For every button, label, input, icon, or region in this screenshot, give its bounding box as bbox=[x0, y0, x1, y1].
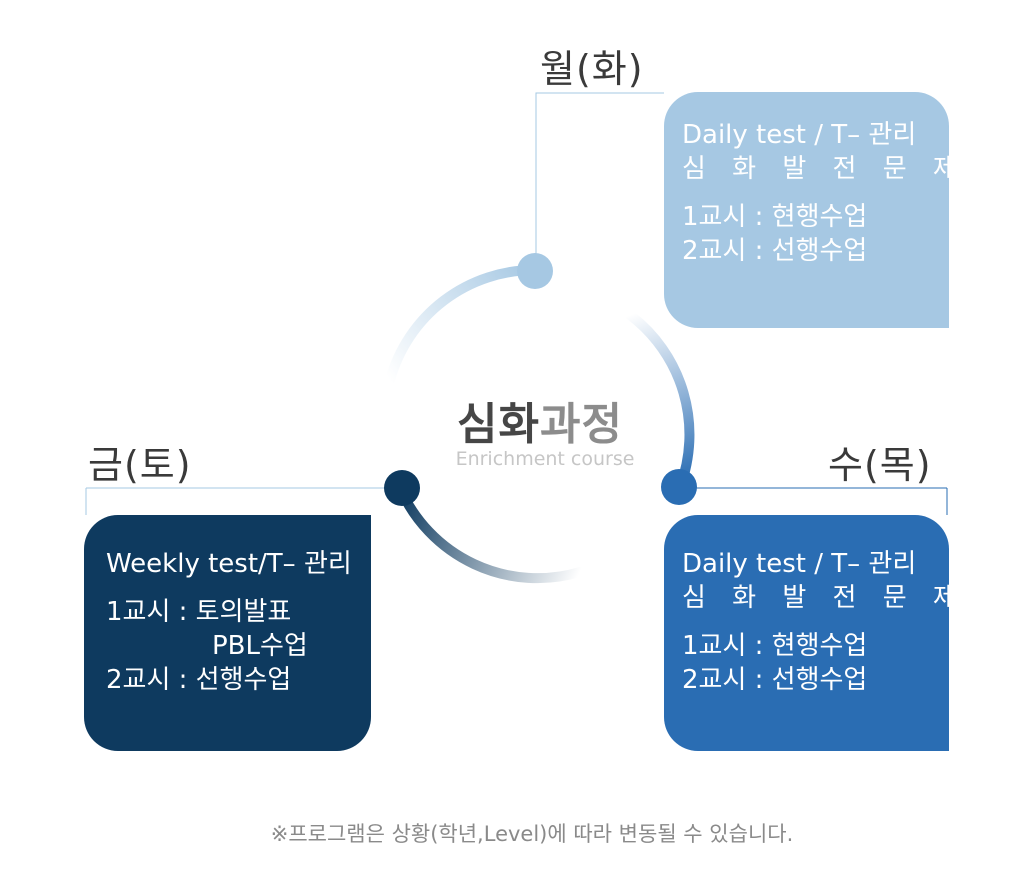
center-title-part1: 심화 bbox=[457, 399, 540, 450]
schedule-card-mon: Daily test / T– 관리 심 화 발 전 문 제 1교시 : 현행수… bbox=[664, 92, 966, 328]
card-wed-line1: Daily test / T– 관리 bbox=[682, 549, 917, 579]
card-fri-line2: 1교시 : 토의발표 bbox=[106, 597, 292, 627]
day-label-wed: 수(목) bbox=[828, 443, 932, 487]
node-fri bbox=[384, 470, 420, 506]
card-wed-line2: 심 화 발 전 문 제 bbox=[682, 583, 966, 613]
card-fri-line1: Weekly test/T– 관리 bbox=[106, 549, 352, 579]
node-wed bbox=[661, 469, 697, 505]
day-label-fri: 금(토) bbox=[88, 443, 192, 487]
arc-fri bbox=[395, 483, 585, 584]
card-mon-line1: Daily test / T– 관리 bbox=[682, 120, 917, 150]
card-mon-line3: 1교시 : 현행수업 bbox=[682, 202, 868, 232]
card-fri-line4: 2교시 : 선행수업 bbox=[106, 665, 292, 695]
center-title: 심화과정 bbox=[400, 388, 680, 452]
card-wed-line3: 1교시 : 현행수업 bbox=[682, 631, 868, 661]
day-label-mon: 월(화) bbox=[540, 47, 644, 91]
center-title-part2: 과정 bbox=[540, 399, 623, 450]
node-mon bbox=[517, 253, 553, 289]
center-subtitle: Enrichment course bbox=[455, 448, 635, 470]
connector-mon bbox=[535, 92, 664, 270]
card-wed-line4: 2교시 : 선행수업 bbox=[682, 665, 868, 695]
card-fri-line3: PBL수업 bbox=[212, 631, 308, 661]
schedule-card-fri: Weekly test/T– 관리 1교시 : 토의발표 PBL수업 2교시 :… bbox=[84, 515, 371, 751]
schedule-card-wed: Daily test / T– 관리 심 화 발 전 문 제 1교시 : 현행수… bbox=[664, 515, 966, 751]
card-mon-line4: 2교시 : 선행수업 bbox=[682, 236, 868, 266]
arc-mon bbox=[385, 264, 540, 385]
arc-wed bbox=[625, 310, 695, 492]
card-mon-line2: 심 화 발 전 문 제 bbox=[682, 154, 966, 184]
footnote: ※프로그램은 상황(학년,Level)에 따라 변동될 수 있습니다. bbox=[270, 822, 794, 846]
